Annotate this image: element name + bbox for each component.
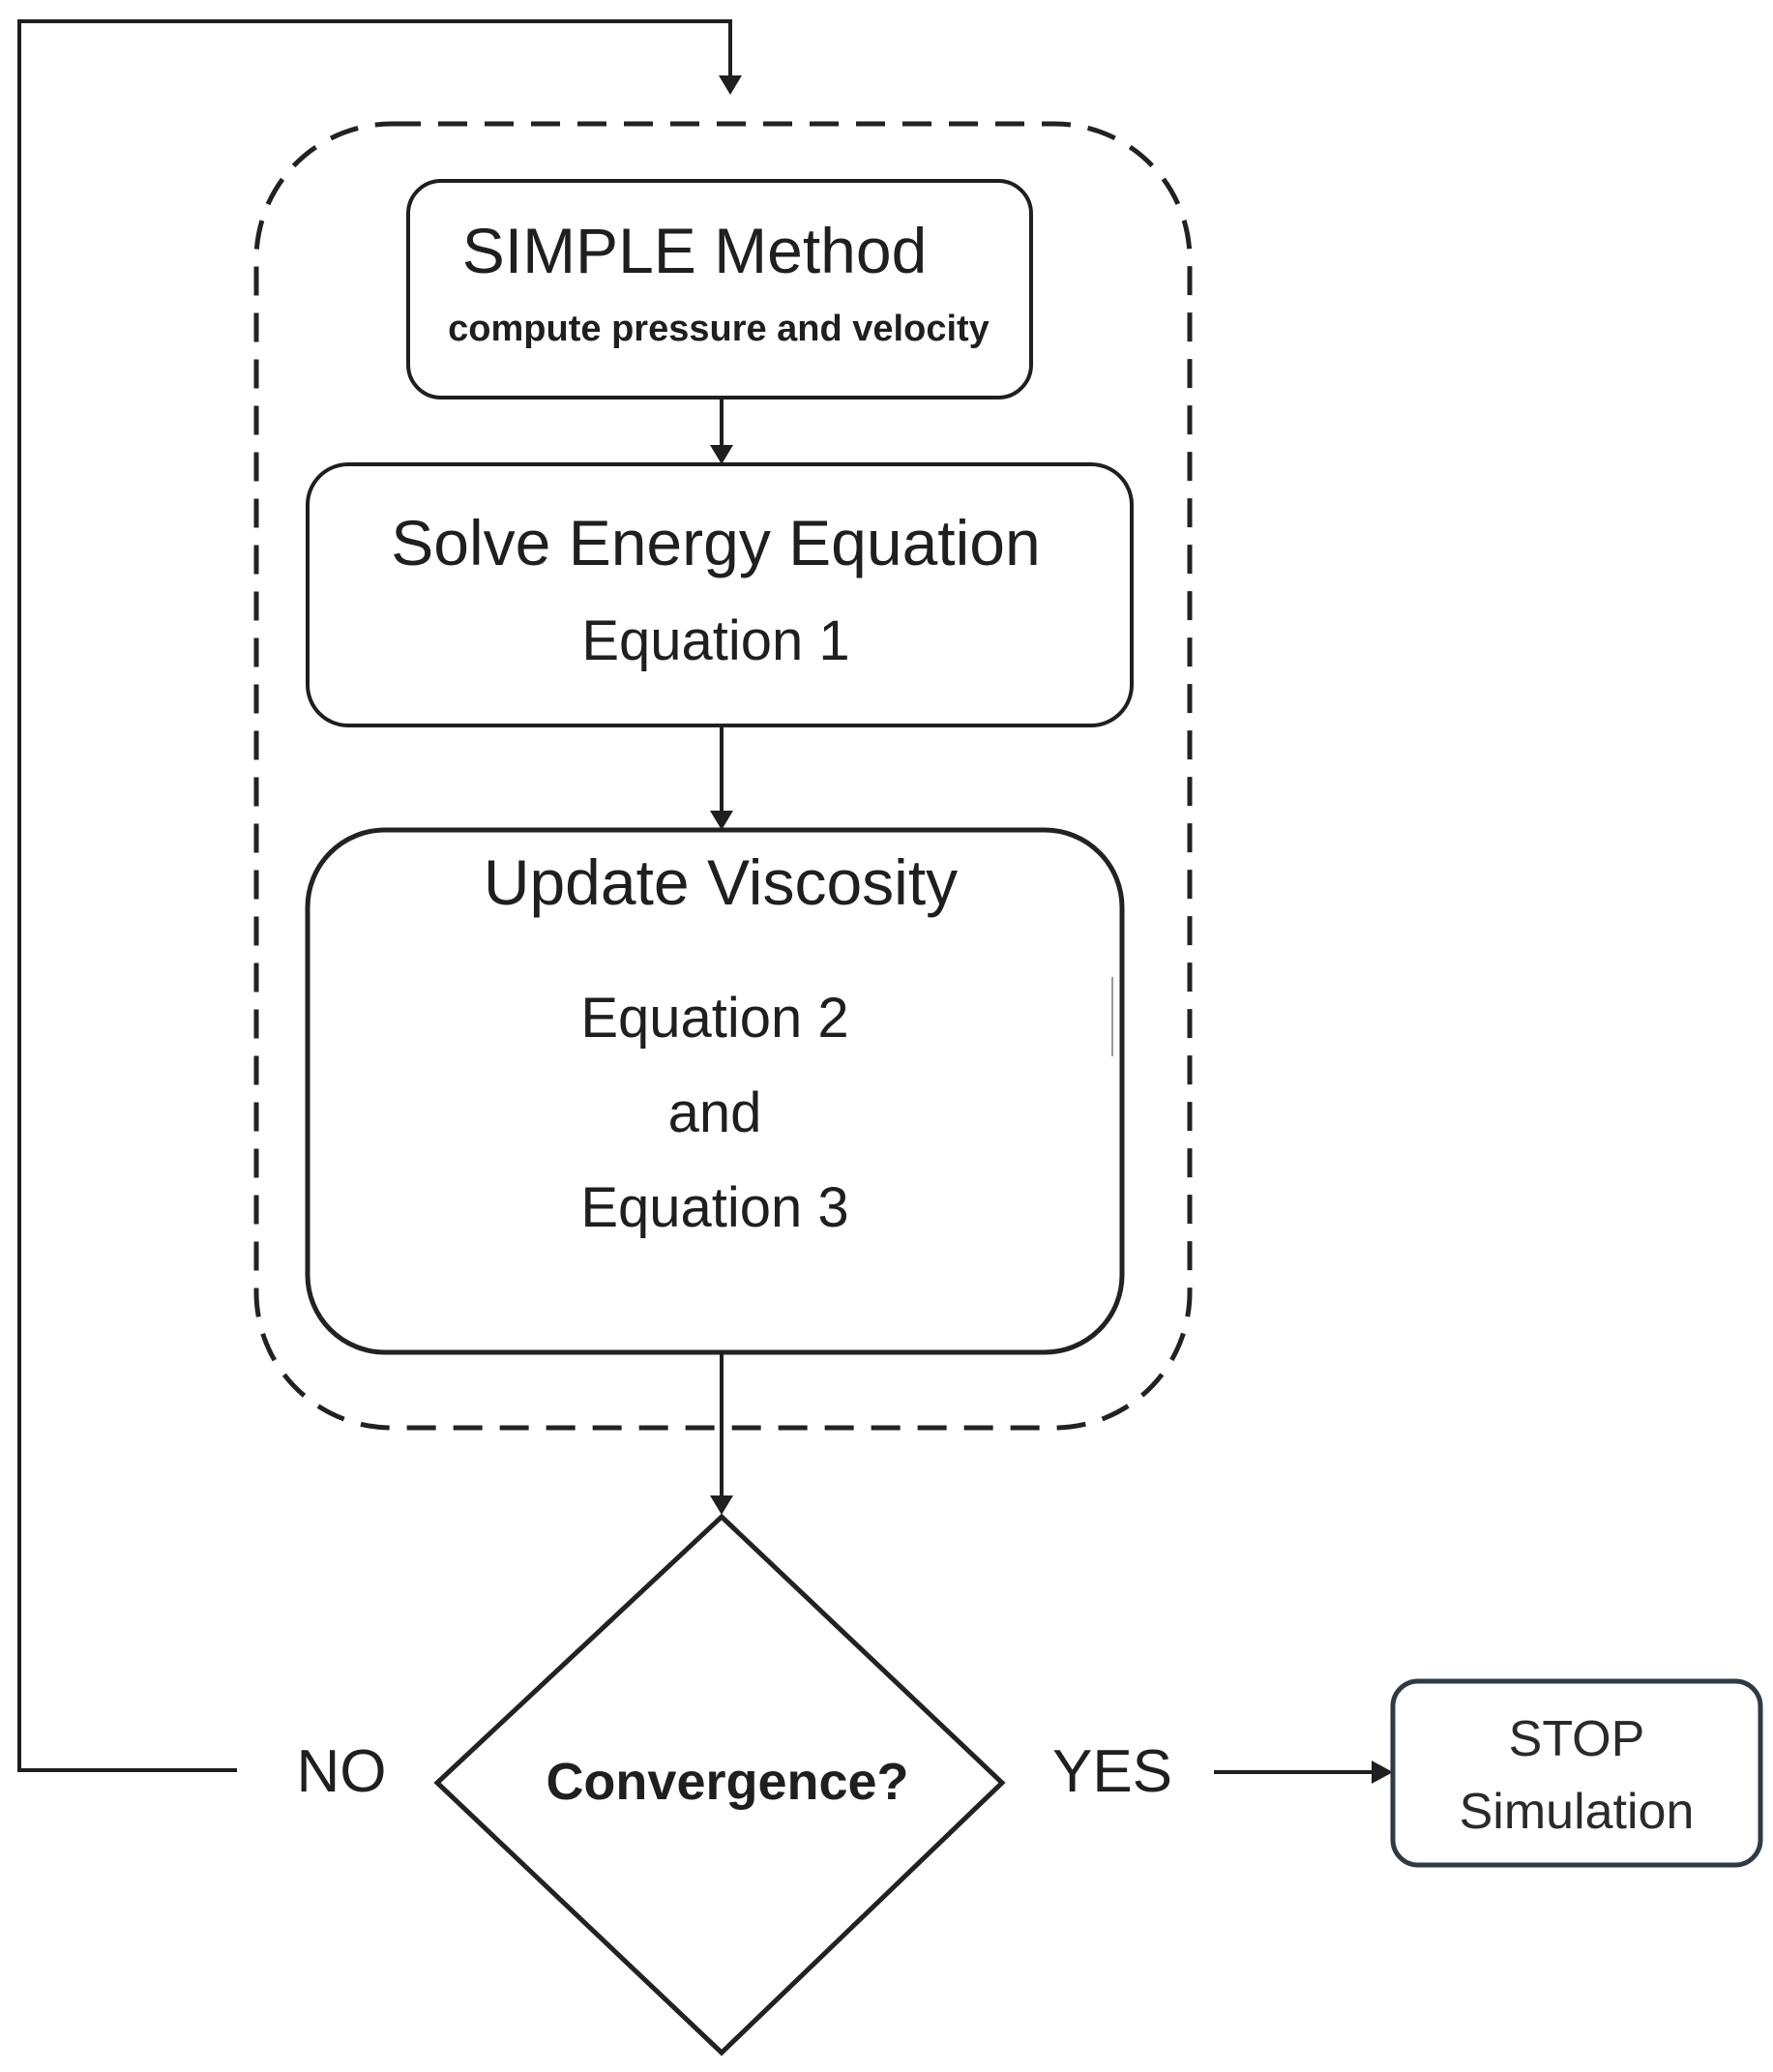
stop-line-2: Simulation <box>1460 1784 1695 1840</box>
viscosity-line-1: Equation 2 <box>580 987 848 1050</box>
energy-equation-subtitle: Equation 1 <box>581 609 849 672</box>
energy-equation-node: Solve Energy Equation Equation 1 <box>306 462 1134 727</box>
viscosity-line-2: and <box>668 1081 762 1144</box>
stop-simulation-node: STOP Simulation <box>1390 1678 1763 1868</box>
no-label: NO <box>297 1738 387 1805</box>
convergence-label: Convergence? <box>546 1753 908 1811</box>
viscosity-title: Update Viscosity <box>484 846 958 918</box>
convergence-decision: Convergence? <box>433 1513 1006 2057</box>
simple-method-title: SIMPLE Method <box>462 215 928 286</box>
arrowhead-energy-to-viscosity <box>710 811 733 830</box>
simple-method-subtitle: compute pressure and velocity <box>448 309 990 349</box>
feedback-arrowhead <box>719 75 742 95</box>
energy-equation-title: Solve Energy Equation <box>391 507 1040 578</box>
arrowhead-yes-to-stop <box>1372 1761 1393 1784</box>
viscosity-update-node: Update Viscosity Equation 2 and Equation… <box>305 827 1125 1355</box>
iteration-loop-container <box>253 121 1193 1431</box>
viscosity-line-3: Equation 3 <box>580 1176 848 1239</box>
simple-method-node: SIMPLE Method compute pressure and veloc… <box>406 179 1033 400</box>
no-feedback-connector <box>17 19 732 1772</box>
arrowhead-viscosity-to-decision <box>710 1495 733 1515</box>
stop-line-1: STOP <box>1509 1711 1645 1767</box>
arrowhead-simple-to-energy <box>710 445 733 464</box>
yes-label: YES <box>1052 1738 1172 1805</box>
